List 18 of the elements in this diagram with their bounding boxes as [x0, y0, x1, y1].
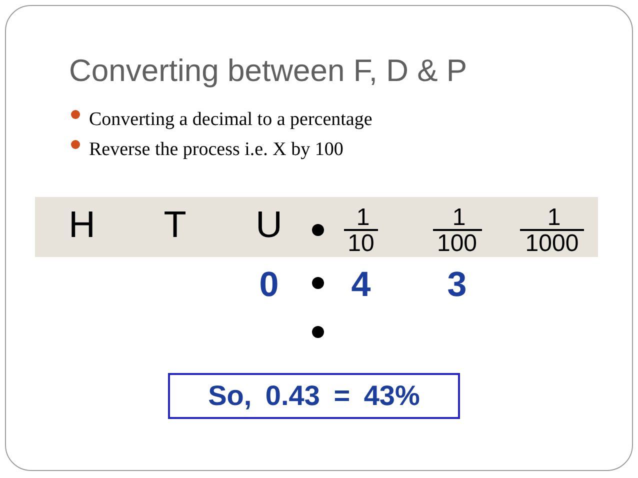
bullet-text: Converting a decimal to a percentage [89, 108, 372, 132]
place-value-header: H [68, 204, 96, 246]
digit: 4 [350, 266, 372, 304]
digit: 3 [446, 266, 468, 304]
place-value-header: T [162, 204, 188, 246]
digit: 0 [258, 266, 280, 304]
fraction-denominator: 100 [436, 232, 478, 256]
result-text: So, 0.43 = 43% [208, 380, 420, 412]
bullet-text: Reverse the process i.e. X by 100 [89, 138, 344, 162]
place-value-header-band [35, 197, 598, 257]
fraction-numerator: 1 [546, 206, 562, 230]
fraction-numerator: 1 [355, 206, 371, 230]
place-value-header: U [254, 204, 284, 246]
fraction-denominator: 10 [346, 232, 376, 256]
fraction-denominator: 1000 [524, 232, 580, 256]
fraction-numerator: 1 [451, 206, 467, 230]
slide-title: Converting between F, D & P [69, 52, 468, 90]
result-box [168, 373, 460, 419]
